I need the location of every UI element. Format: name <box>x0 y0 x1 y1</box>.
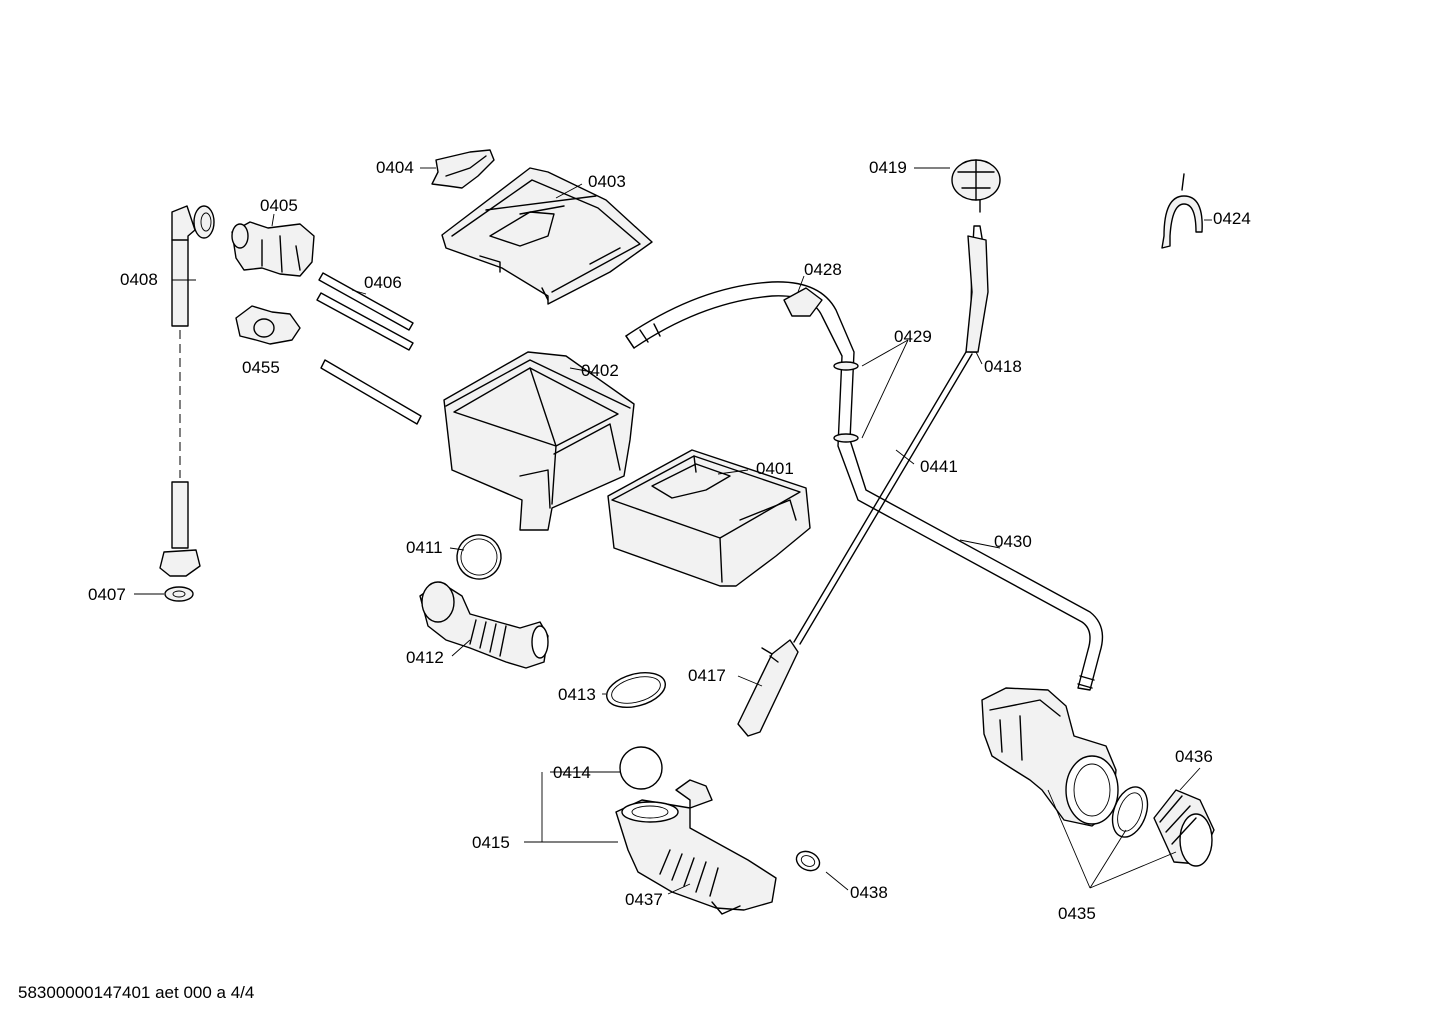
part-0455-valve <box>235 305 301 345</box>
part-0405-inlet-valve <box>231 221 315 277</box>
part-0438-clamp <box>795 850 821 872</box>
part-0436-filter <box>1153 789 1215 867</box>
label-0418: 0418 <box>984 357 1022 376</box>
label-0412: 0412 <box>406 648 444 667</box>
part-0411-seal-ring <box>456 534 502 580</box>
part-0402-drawer-housing <box>443 351 635 531</box>
label-0407: 0407 <box>88 585 126 604</box>
label-0408: 0408 <box>120 270 158 289</box>
part-0408-hose-elbow <box>171 205 215 327</box>
label-0413: 0413 <box>558 685 596 704</box>
part-0417-level-sensor <box>737 639 799 737</box>
label-0415: 0415 <box>472 833 510 852</box>
label-0404: 0404 <box>376 158 414 177</box>
label-0419: 0419 <box>869 158 907 177</box>
label-0402: 0402 <box>581 361 619 380</box>
part-0401-detergent-drawer <box>607 449 811 587</box>
label-0436: 0436 <box>1175 747 1213 766</box>
label-0424: 0424 <box>1213 209 1251 228</box>
label-0417: 0417 <box>688 666 726 685</box>
part-0404-clip <box>431 149 495 189</box>
part-0407-hose-end <box>159 481 201 602</box>
part-0414-ball <box>619 746 663 790</box>
label-0411: 0411 <box>406 538 443 557</box>
label-0429: 0429 <box>894 327 932 346</box>
label-0435: 0435 <box>1058 904 1096 923</box>
label-0437: 0437 <box>625 890 663 909</box>
label-0428: 0428 <box>804 260 842 279</box>
part-0406-tubes <box>316 272 422 425</box>
part-0412-bellows-hose <box>419 581 549 669</box>
label-0455: 0455 <box>242 358 280 377</box>
part-0424-bracket <box>1161 173 1203 249</box>
label-0401: 0401 <box>756 459 794 478</box>
label-0414: 0414 <box>553 763 591 782</box>
leader-lines <box>134 167 1212 895</box>
part-0435-drain-pump <box>981 687 1119 827</box>
part-0413-seal-ring <box>606 672 666 708</box>
label-0405: 0405 <box>260 196 298 215</box>
label-0406: 0406 <box>364 273 402 292</box>
part-0419-pressure-switch <box>951 159 1001 213</box>
document-footer-code: 58300000147401 aet 000 a 4/4 <box>18 983 254 1002</box>
part-0428-0430-hose <box>625 281 1104 691</box>
label-0403: 0403 <box>588 172 626 191</box>
part-0415-sump <box>615 779 777 915</box>
part-0435-ring <box>1111 786 1149 838</box>
part-0418-0441-tubes <box>793 225 989 645</box>
label-0441: 0441 <box>920 457 958 476</box>
label-0438: 0438 <box>850 883 888 902</box>
part-0403-cover-frame <box>441 167 653 305</box>
label-0430: 0430 <box>994 532 1032 551</box>
